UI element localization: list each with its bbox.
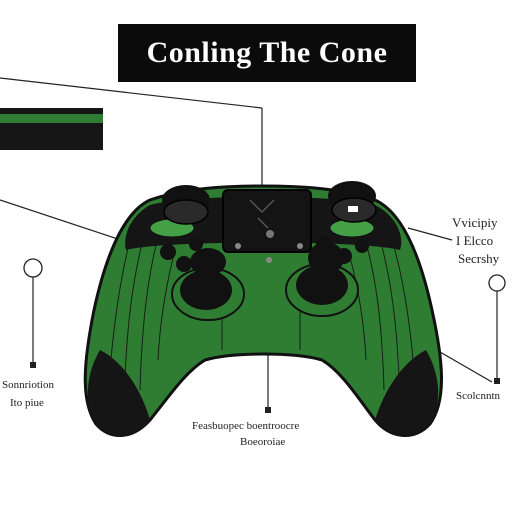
menu-button-icon [297,243,303,249]
left-lower-stick-cap [180,270,232,310]
right-lower-stick-top [308,242,344,274]
label-bottom-center-1: Feasbuopec boentroocre [192,420,300,432]
right-grip [375,350,439,436]
left-face-button-1 [160,244,176,260]
label-right-bottom: Scolcnntn [456,390,500,402]
callout-dot-right [494,378,500,384]
title-banner: Conling The Cone [118,24,416,82]
right-stick-indicator [348,206,358,212]
label-right-top-3: Secrshy [458,251,500,266]
left-lower-stick [171,248,245,321]
leader-line-right-top [407,227,453,241]
left-lower-stick-top [190,248,226,276]
home-button-icon [266,230,274,238]
screen-glyph-icon [249,199,275,229]
diagram-title: Conling The Cone [146,36,388,69]
callout-dot-left [30,362,36,368]
left-grip [87,350,150,436]
left-face-button-3 [189,237,203,251]
controller [83,181,443,437]
right-lower-stick-cap [296,265,348,305]
left-top-stick-cap [163,199,209,225]
label-right-top-1: Vvicipiy [452,215,498,230]
label-left-bottom-2: Ito piue [10,397,44,409]
left-top-stick [162,185,210,225]
callout-dot-center [265,407,271,413]
callout-marker-right [488,274,506,292]
right-lower-stick [285,242,359,317]
legend-box [0,108,103,150]
label-right-top-2: I Elcco [456,233,494,248]
leader-line-top [0,77,263,109]
right-top-stick [328,181,377,223]
center-screen [222,189,312,253]
right-face-button-3 [355,239,369,253]
share-button-icon [266,257,272,263]
legend-stripe [0,114,103,123]
label-left-bottom-1: Sonnriotion [2,379,54,391]
left-face-buttons [160,237,203,272]
left-face-button-2 [176,256,192,272]
label-bottom-center-2: Boeoroiae [240,436,286,448]
callout-marker-left [23,258,43,278]
view-button-icon [235,243,241,249]
